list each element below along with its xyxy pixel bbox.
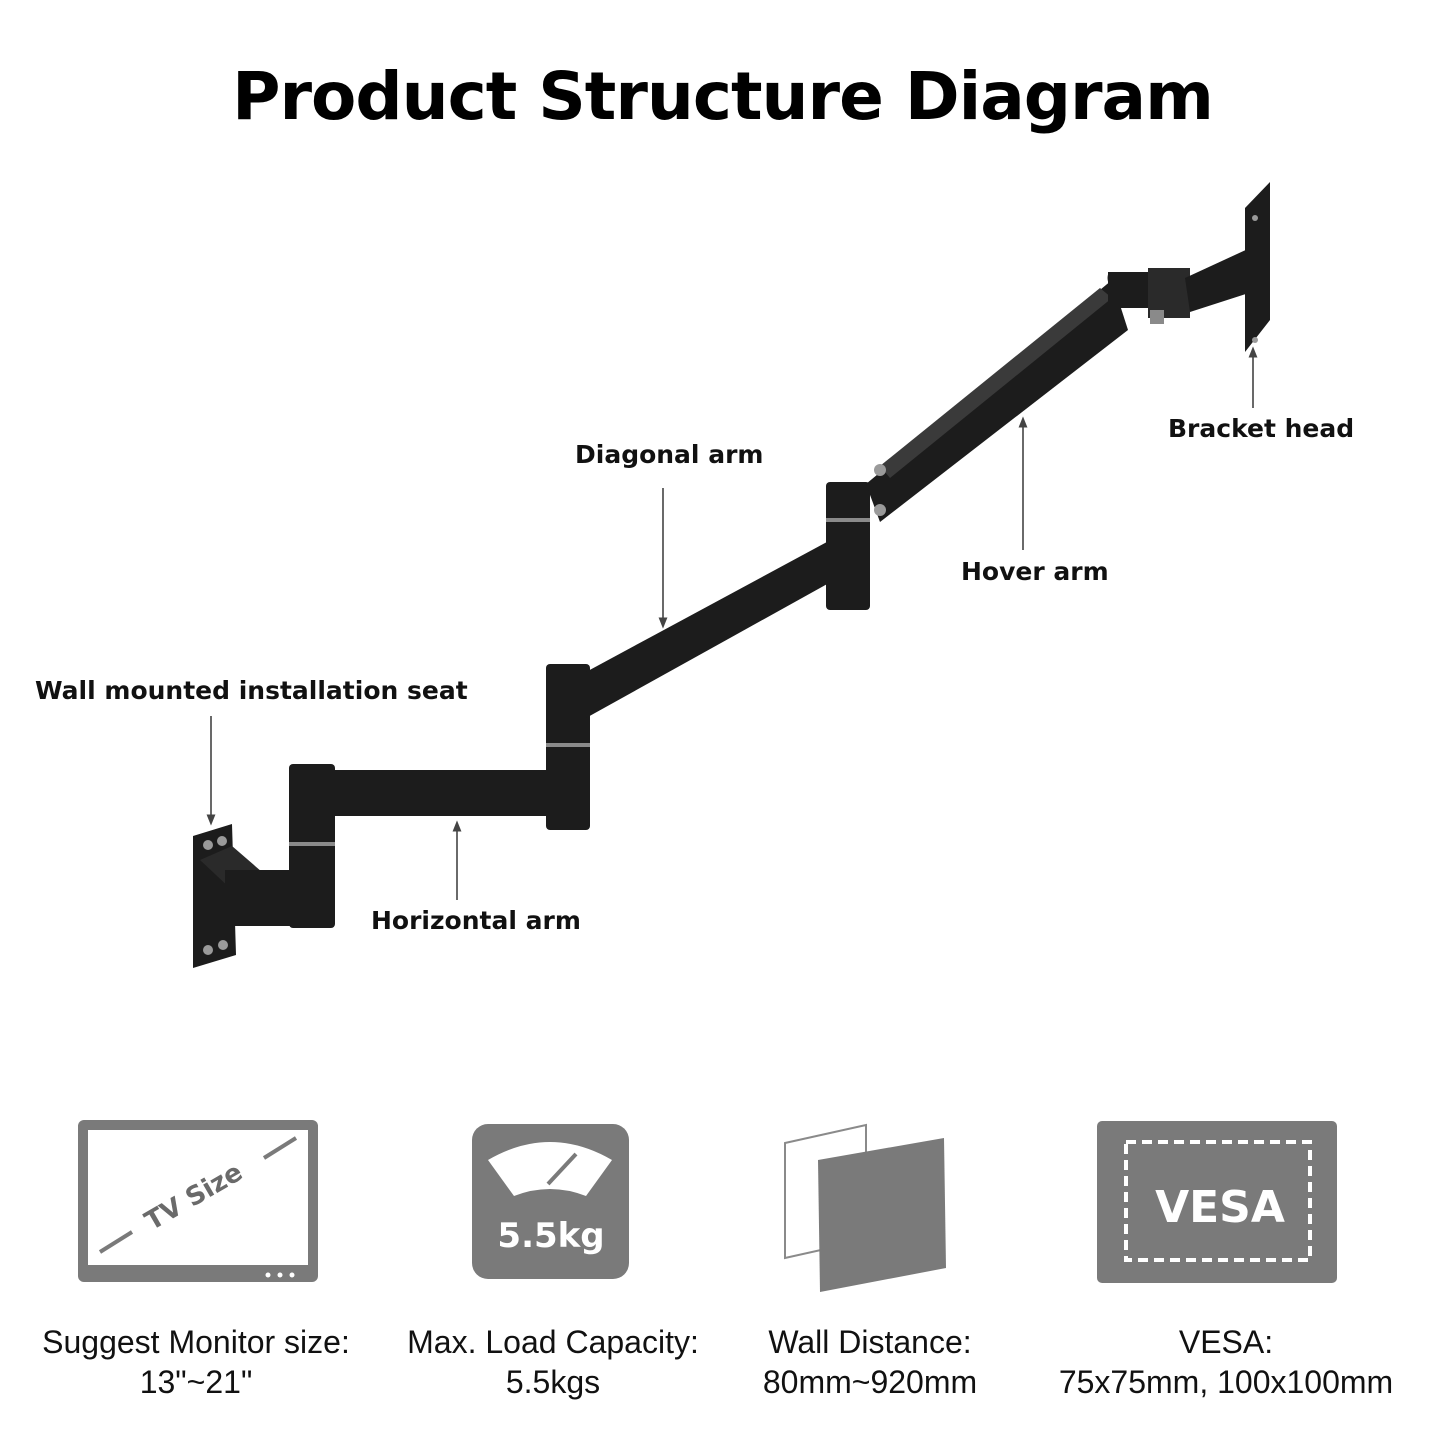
spec-monitor-size: Suggest Monitor size: 13"~21" bbox=[26, 1322, 366, 1402]
spec-wall-distance: Wall Distance: 80mm~920mm bbox=[700, 1322, 1040, 1402]
horizontal-arm-label: Horizontal arm bbox=[371, 906, 581, 935]
spec-load-capacity-label: Max. Load Capacity: bbox=[407, 1324, 699, 1360]
vesa-icon: VESA bbox=[1097, 1121, 1337, 1283]
horizontal-arm-part bbox=[289, 664, 590, 928]
spec-load-capacity-value: 5.5kgs bbox=[505, 1364, 601, 1400]
spec-monitor-size-label: Suggest Monitor size: bbox=[42, 1324, 350, 1360]
vesa-icon-text: VESA bbox=[1155, 1182, 1285, 1233]
scale-icon: 5.5kg bbox=[472, 1124, 629, 1279]
spec-monitor-size-value: 13"~21" bbox=[139, 1364, 253, 1400]
monitor-icon: TV Size bbox=[78, 1120, 318, 1282]
hover-arm-label: Hover arm bbox=[961, 557, 1109, 586]
page-title: Product Structure Diagram bbox=[232, 58, 1214, 135]
scale-icon-text: 5.5kg bbox=[497, 1216, 604, 1256]
bracket-head-part bbox=[1108, 182, 1270, 352]
wall-seat-label: Wall mounted installation seat bbox=[35, 676, 468, 705]
spec-vesa-label: VESA: bbox=[1178, 1324, 1274, 1360]
wall-distance-icon bbox=[784, 1123, 946, 1292]
spec-wall-distance-label: Wall Distance: bbox=[768, 1324, 972, 1360]
spec-load-capacity: Max. Load Capacity: 5.5kgs bbox=[383, 1322, 723, 1402]
spec-vesa-value: 75x75mm, 100x100mm bbox=[1058, 1364, 1394, 1400]
wall-seat-part bbox=[193, 824, 303, 968]
spec-wall-distance-value: 80mm~920mm bbox=[762, 1364, 978, 1400]
diagonal-arm-part bbox=[586, 482, 870, 718]
hover-arm-part bbox=[866, 272, 1128, 522]
spec-vesa: VESA: 75x75mm, 100x100mm bbox=[1046, 1322, 1406, 1402]
bracket-head-label: Bracket head bbox=[1168, 414, 1355, 443]
diagonal-arm-label: Diagonal arm bbox=[575, 440, 764, 469]
